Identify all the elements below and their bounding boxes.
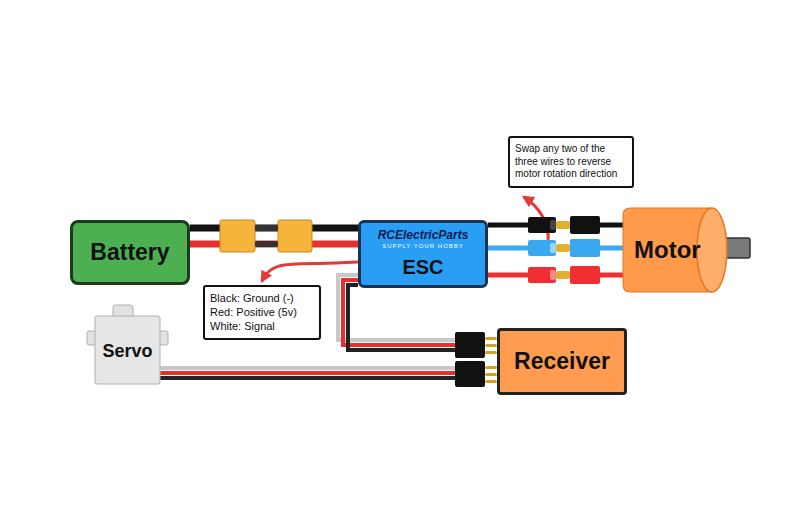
wire bbox=[190, 225, 358, 232]
header-pin bbox=[485, 373, 497, 376]
note-text: Swap any two of the three wires to rever… bbox=[515, 143, 627, 181]
battery-box: Battery bbox=[70, 220, 190, 285]
box-label: Battery bbox=[90, 238, 169, 267]
servo-plug bbox=[455, 361, 485, 387]
motor-end-cap bbox=[697, 208, 727, 292]
bullet-connector bbox=[570, 239, 600, 257]
wire bbox=[160, 371, 455, 375]
wire bbox=[160, 376, 455, 380]
bullet-connector bbox=[570, 216, 600, 234]
motor-body: Motor bbox=[622, 207, 729, 293]
motor-can bbox=[623, 208, 712, 292]
esc-box: RCElectricPartsSUPPLY YOUR HOBBY ESC bbox=[358, 220, 488, 288]
wire bbox=[348, 285, 455, 350]
receiver-box: Receiver bbox=[497, 328, 627, 395]
header-pin bbox=[485, 366, 497, 369]
bullet-tip bbox=[550, 270, 556, 280]
header-pin bbox=[485, 344, 497, 347]
xt60-plug bbox=[278, 220, 312, 252]
bullet-tip bbox=[550, 243, 556, 253]
box-label: Receiver bbox=[514, 347, 610, 376]
servo-plug bbox=[455, 332, 485, 358]
box-label: Motor bbox=[634, 235, 701, 265]
bullet-pin bbox=[556, 221, 570, 229]
box-label: SUPPLY YOUR HOBBY bbox=[382, 243, 464, 251]
note-text: Black: Ground (-) bbox=[210, 292, 294, 306]
bullet-tip bbox=[550, 220, 556, 230]
wire-color-note: Black: Ground (-)Red: Positive (5v)White… bbox=[203, 285, 321, 340]
box-label: Servo bbox=[102, 340, 152, 363]
wire-harness bbox=[190, 220, 358, 252]
note-box: Swap any two of the three wires to rever… bbox=[508, 136, 634, 188]
bullet-connector bbox=[570, 266, 600, 284]
wire-harness bbox=[160, 361, 497, 387]
bullet-pin bbox=[556, 244, 570, 252]
header-pin bbox=[485, 380, 497, 383]
box-label: ESC bbox=[402, 255, 443, 280]
xt60-plug bbox=[220, 220, 255, 252]
wire bbox=[160, 366, 455, 370]
wire bbox=[190, 241, 358, 248]
bullet-connector bbox=[528, 240, 556, 256]
plug-pin bbox=[255, 241, 278, 247]
wire-harness bbox=[488, 216, 624, 284]
servo-body: Servo bbox=[85, 303, 170, 385]
bullet-connector bbox=[528, 267, 556, 283]
brand-logo: RCElectricParts bbox=[378, 228, 469, 243]
note-text: Red: Positive (5v) bbox=[210, 306, 297, 320]
note-text: White: Signal bbox=[210, 320, 275, 334]
bullet-pin bbox=[556, 271, 570, 279]
header-pin bbox=[485, 337, 497, 340]
plug-pin bbox=[255, 225, 278, 231]
header-pin bbox=[485, 351, 497, 354]
servo-case bbox=[95, 316, 160, 384]
bullet-connector bbox=[528, 217, 556, 233]
wire bbox=[343, 280, 455, 345]
